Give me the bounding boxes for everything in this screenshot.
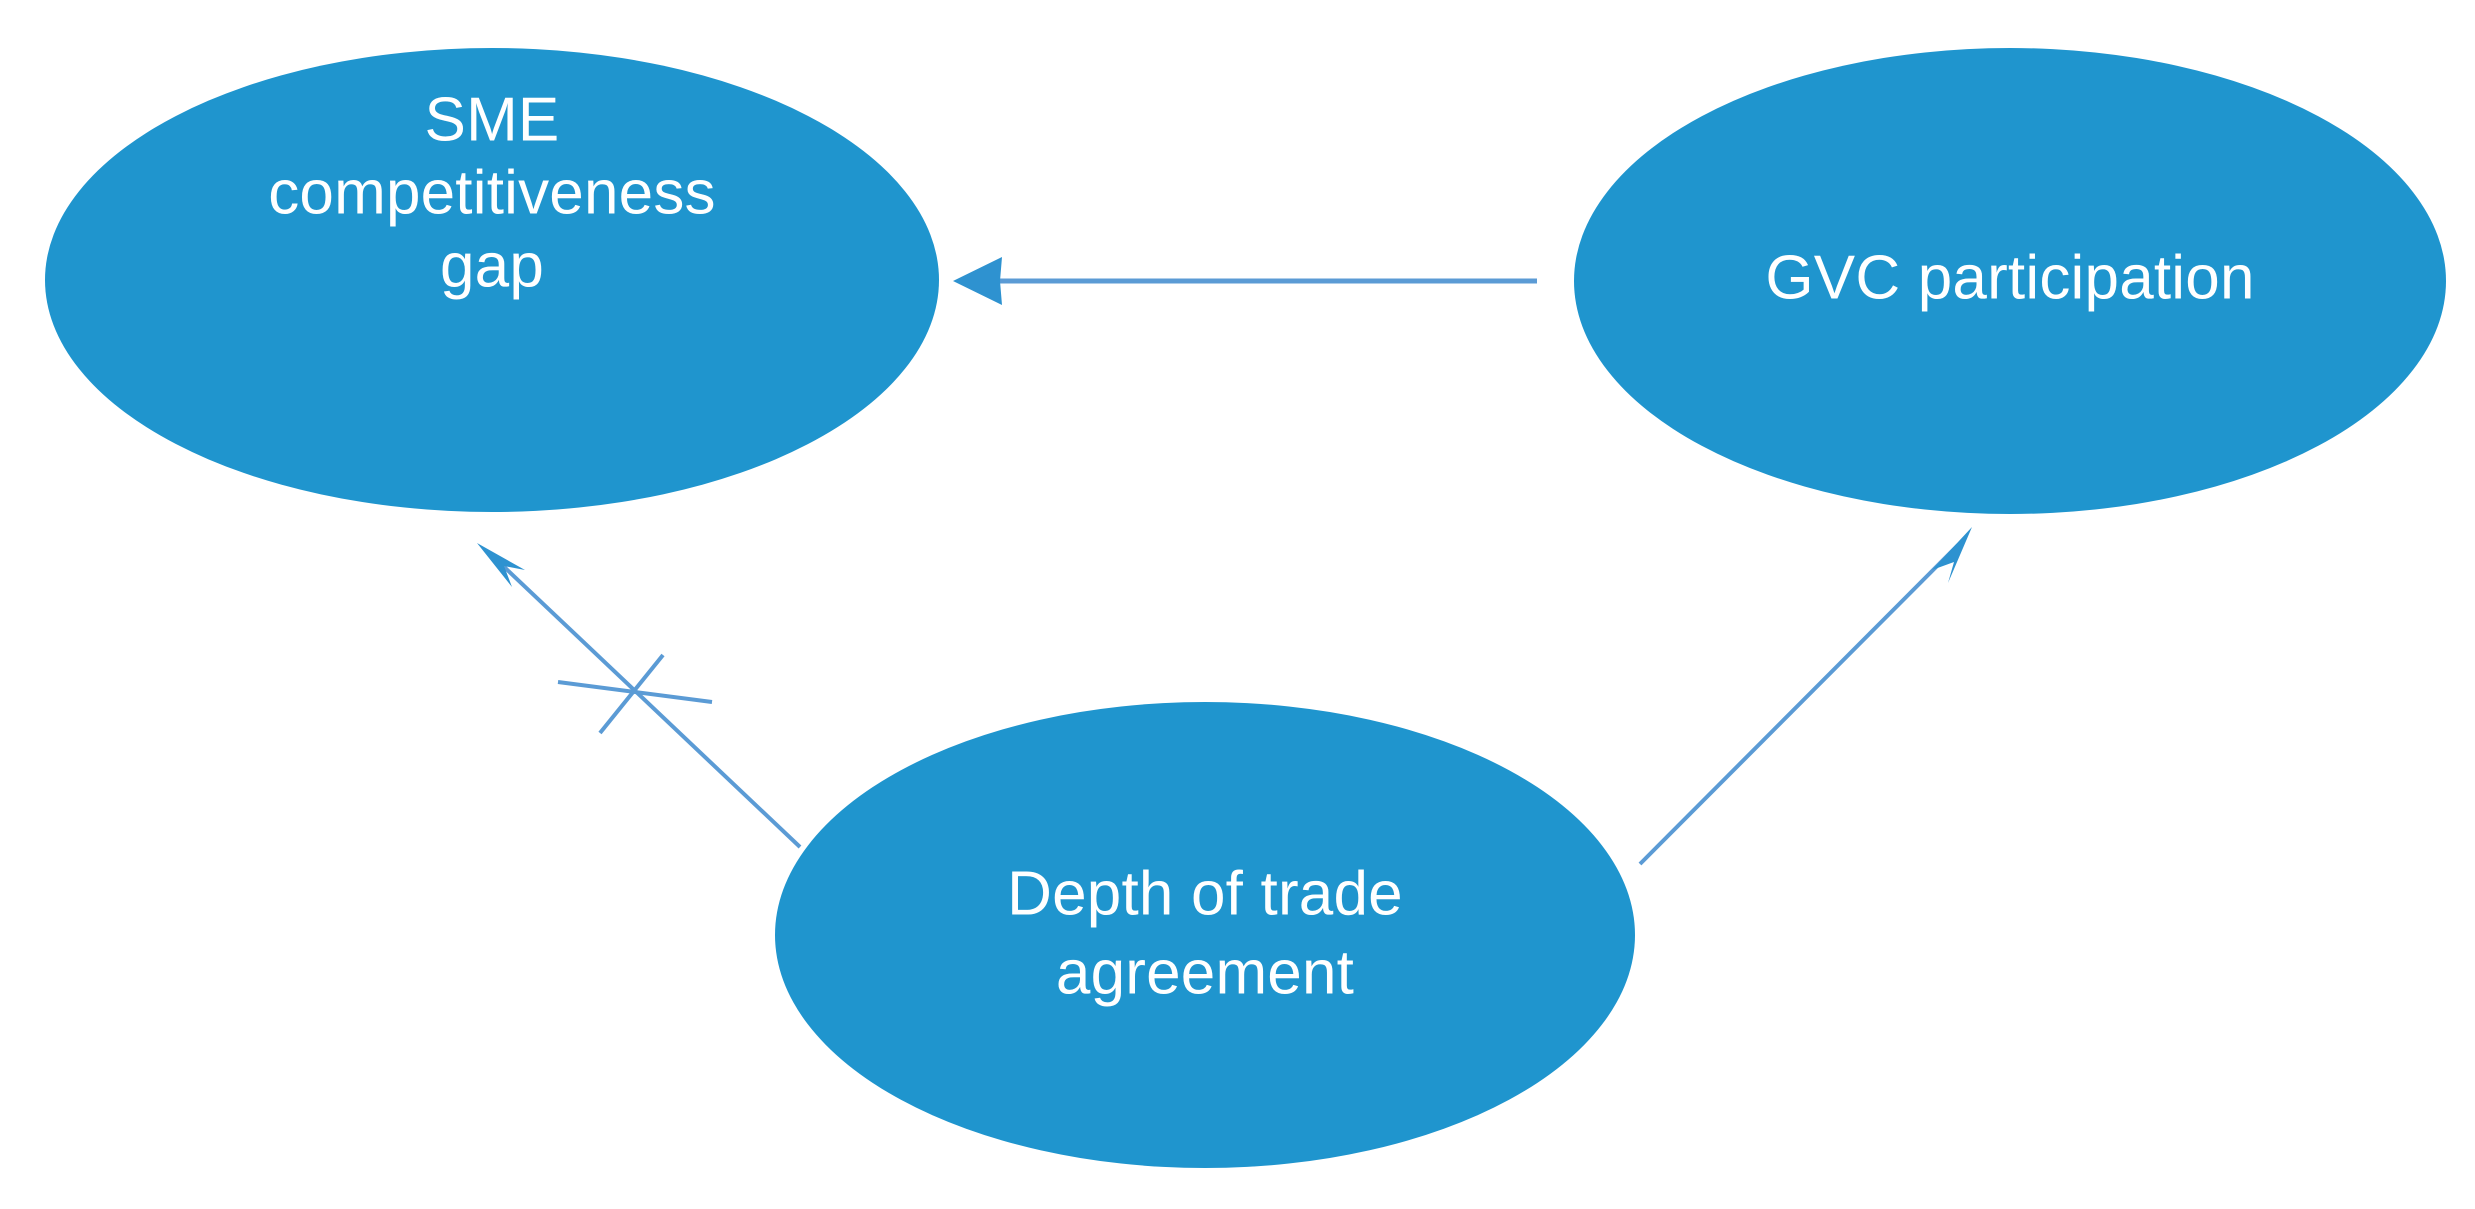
arrowhead-icon-gvc-to-sme <box>953 257 1002 305</box>
ellipse-depth-of-trade-agreement[interactable] <box>775 702 1635 1168</box>
node-label-sme-line-3: gap <box>440 231 544 300</box>
edge-depth-to-sme-line <box>498 561 802 849</box>
node-label-gvc-participation: GVC participation <box>1765 243 2254 312</box>
edge-depth-to-gvc-line <box>1638 543 1960 866</box>
node-label-depth-line-1: Depth of trade <box>1007 859 1403 928</box>
edge-depth-to-gvc[interactable] <box>1638 527 1972 866</box>
node-label-sme-line-1: SME <box>425 85 560 154</box>
arrowhead-icon-depth-to-sme <box>477 543 525 587</box>
arrowhead-icon-depth-to-gvc <box>1932 527 1972 583</box>
ellipse-gvc-participation[interactable] <box>1574 48 2446 514</box>
negation-cross-icon-depth-to-sme <box>557 653 713 735</box>
node-gvc-participation[interactable]: GVC participation <box>1574 48 2446 514</box>
negation-stroke-diagonal <box>598 653 665 735</box>
edge-gvc-to-sme[interactable] <box>953 257 1537 305</box>
node-label-depth-line-2: agreement <box>1056 938 1354 1007</box>
node-depth-of-trade-agreement[interactable]: Depth of trade agreement <box>775 702 1635 1168</box>
node-label-sme-line-2: competitiveness <box>268 158 716 227</box>
edge-depth-to-sme[interactable] <box>477 543 802 849</box>
node-sme-competitiveness-gap[interactable]: SME competitiveness gap <box>45 48 939 512</box>
ellipse-sme-competitiveness-gap[interactable] <box>45 48 939 512</box>
